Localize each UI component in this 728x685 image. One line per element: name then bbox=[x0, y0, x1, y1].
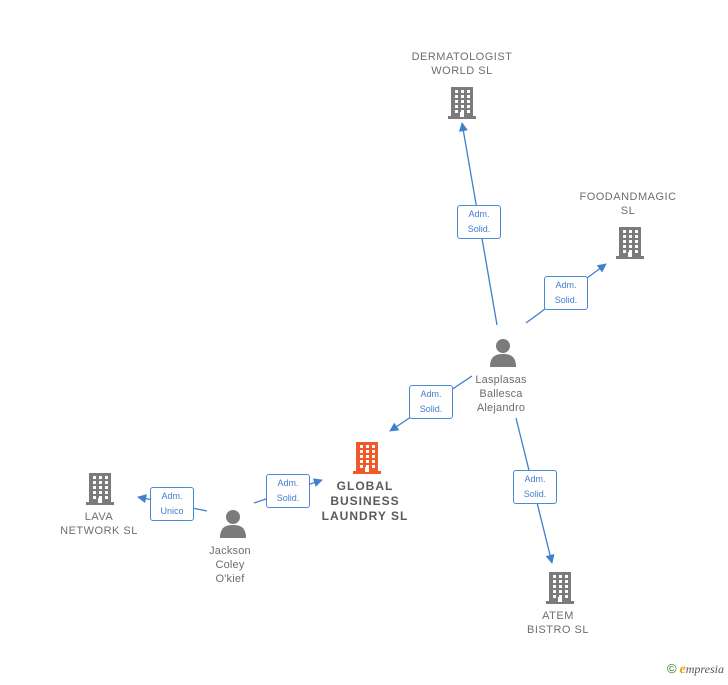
edge-label[interactable]: Adm. Solid. bbox=[513, 470, 557, 504]
node-label: Jackson Coley O'kief bbox=[209, 545, 251, 585]
edge-label[interactable]: Adm. Unico bbox=[150, 487, 194, 521]
building-icon bbox=[353, 442, 381, 474]
edge-label[interactable]: Adm. Solid. bbox=[457, 205, 501, 239]
person-icon bbox=[490, 339, 516, 367]
building-icon bbox=[86, 473, 114, 505]
building-icon bbox=[616, 227, 644, 259]
edge-label[interactable]: Adm. Solid. bbox=[409, 385, 453, 419]
edge-label[interactable]: Adm. Solid. bbox=[544, 276, 588, 310]
empresia-logo: empresia bbox=[679, 662, 724, 677]
building-icon bbox=[546, 572, 574, 604]
node-label: GLOBAL BUSINESS LAUNDRY SL bbox=[321, 479, 409, 523]
copyright-symbol: © bbox=[666, 661, 677, 676]
empresia-logo-initial: e bbox=[679, 662, 686, 677]
edge-label[interactable]: Adm. Solid. bbox=[266, 474, 310, 508]
node-label: ATEM BISTRO SL bbox=[527, 610, 589, 636]
node-label: LAVA NETWORK SL bbox=[60, 511, 138, 537]
person-icon bbox=[220, 510, 246, 538]
node-label: Lasplasas Ballesca Alejandro bbox=[475, 374, 527, 414]
node-label: DERMATOLOGIST WORLD SL bbox=[411, 51, 513, 77]
node-label: FOODANDMAGIC SL bbox=[579, 191, 677, 217]
empresia-watermark: ©empresia bbox=[667, 661, 724, 678]
empresia-logo-text: mpresia bbox=[685, 662, 724, 676]
building-icon bbox=[448, 87, 476, 119]
